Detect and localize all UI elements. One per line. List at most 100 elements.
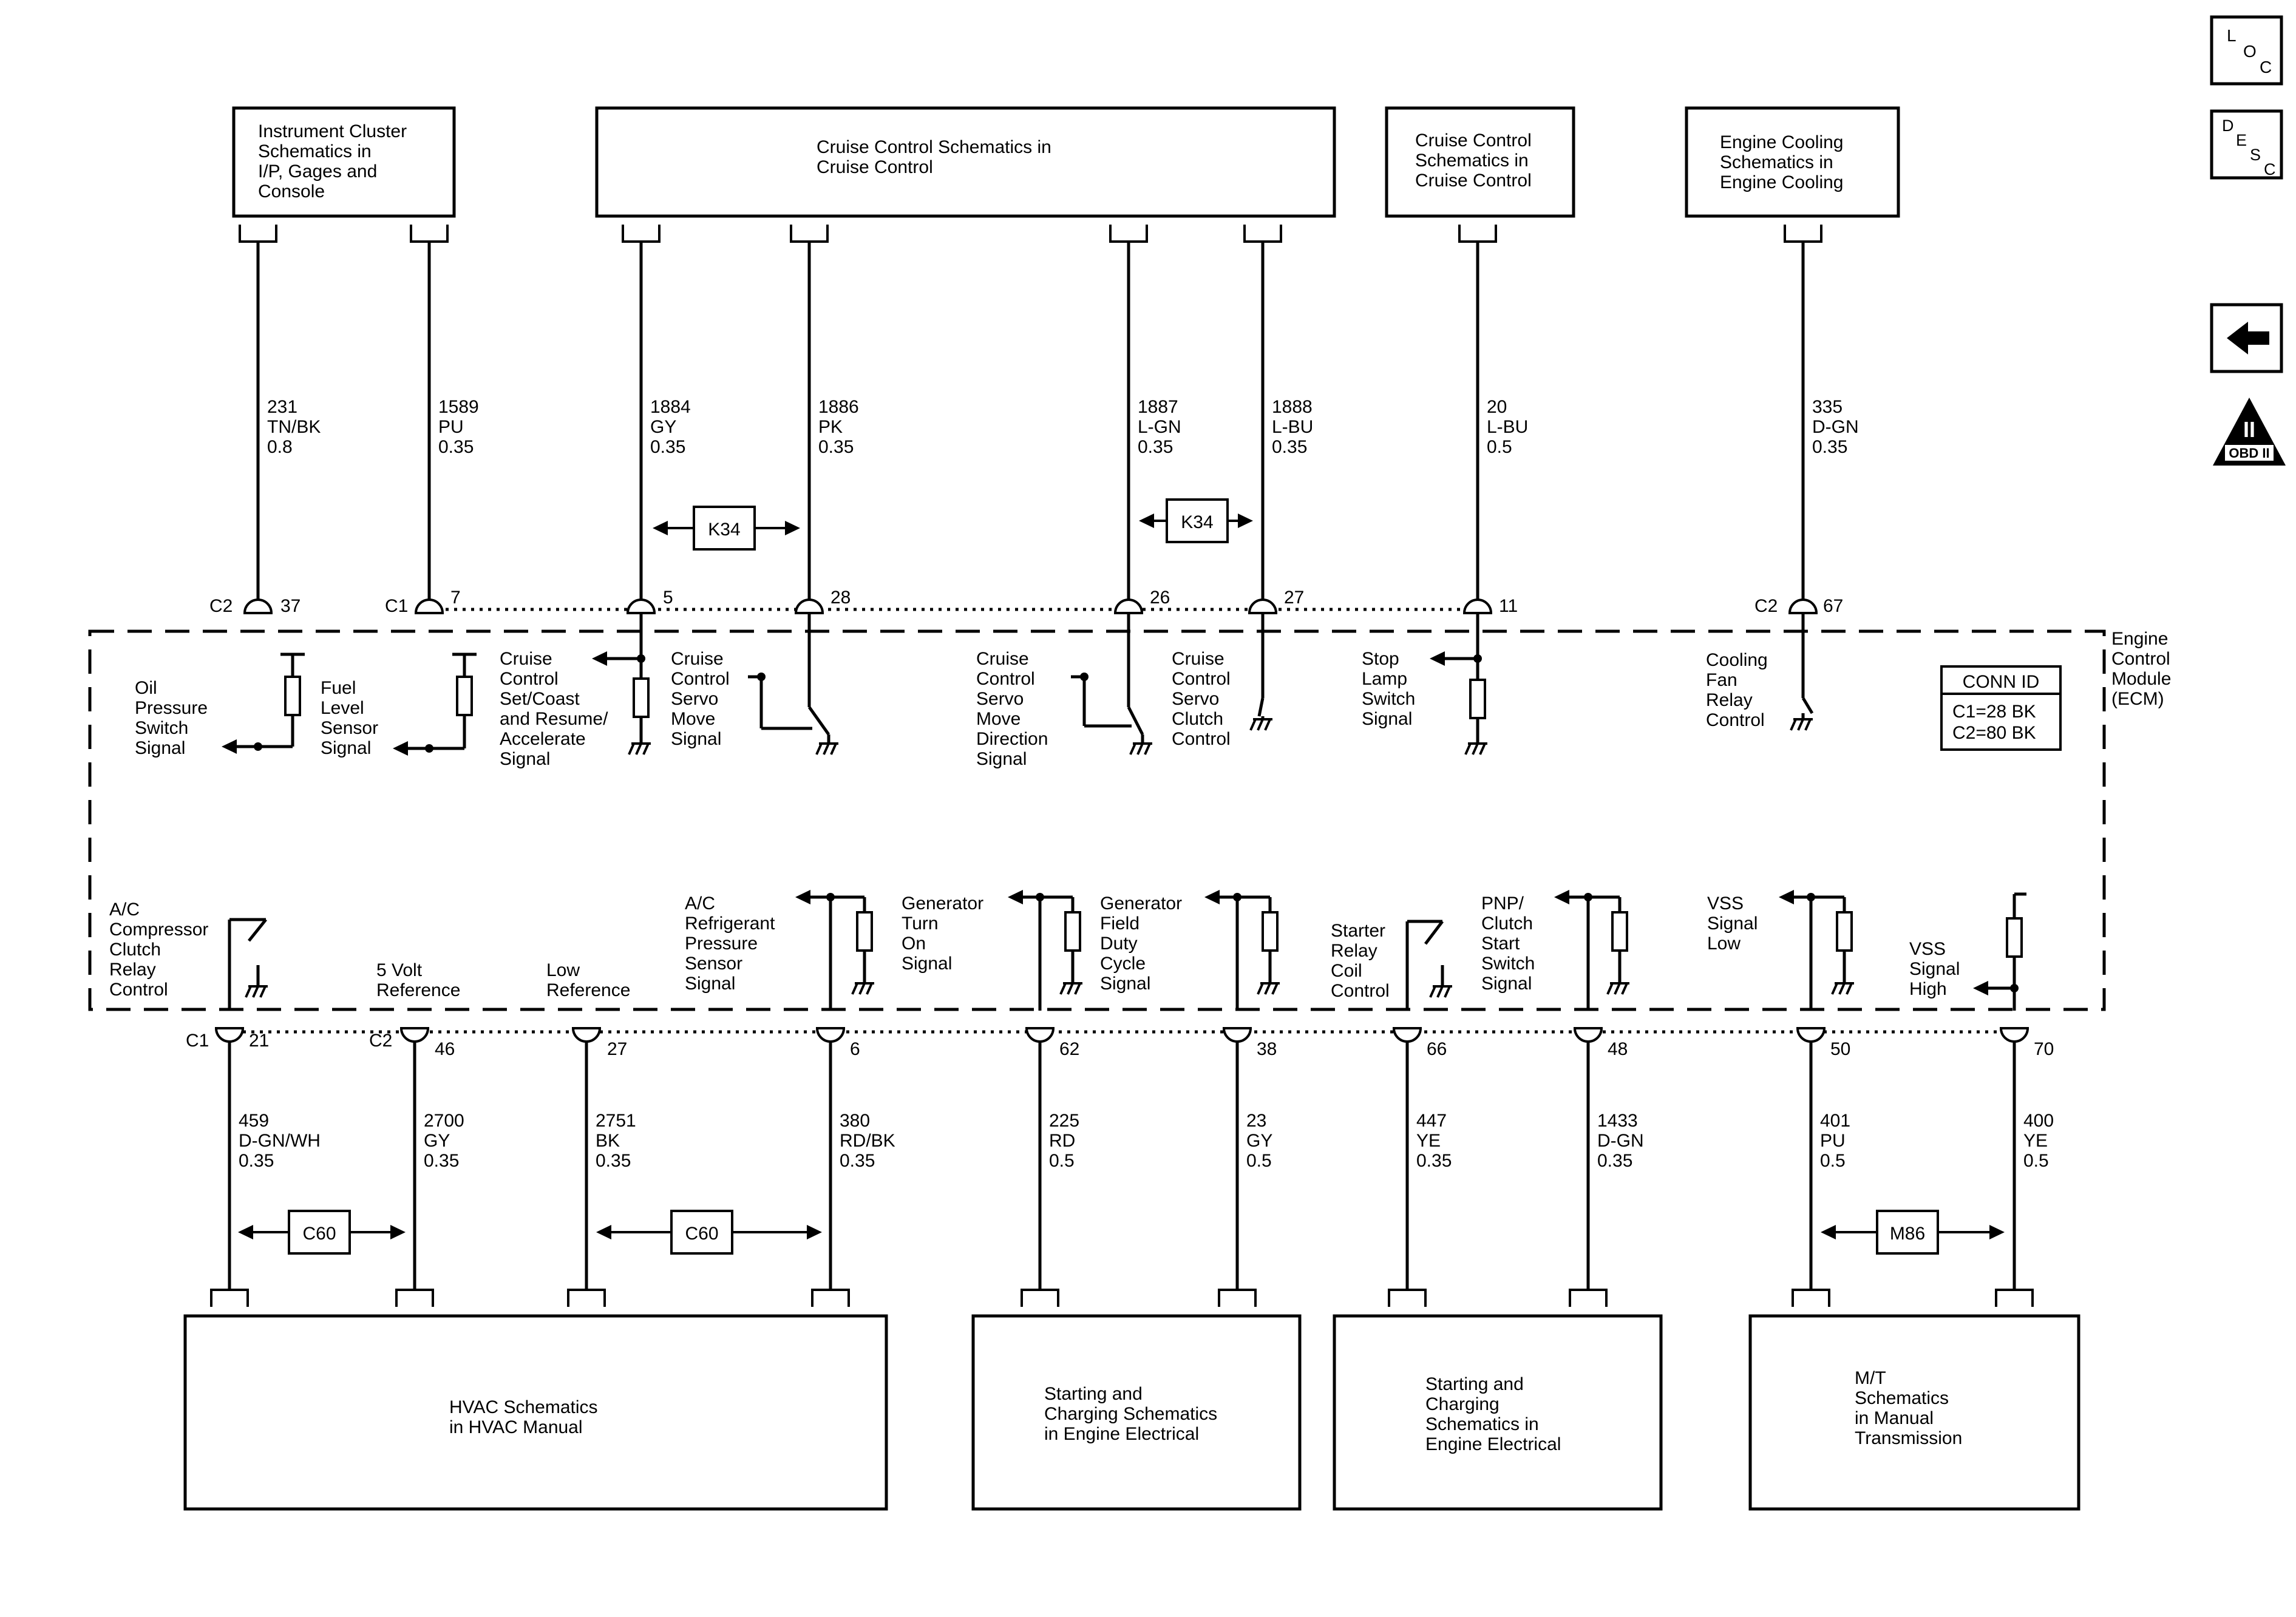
- signal-line: Cooling: [1706, 650, 1768, 670]
- signal-line: Set/Coast: [500, 689, 580, 709]
- pin-38: 38: [1222, 1027, 1277, 1059]
- bottom-wire-label-459: 459 D-GN/WH 0.35: [239, 1111, 321, 1171]
- signal-line: Lamp: [1362, 669, 1407, 689]
- wire-gauge: 0.5: [2023, 1151, 2049, 1171]
- circuit-number: 401: [1820, 1111, 1850, 1131]
- circuit-number: 1887: [1138, 397, 1178, 417]
- pin-c2-67: C2 67: [1754, 596, 1843, 616]
- box-line: Charging: [1425, 1394, 1500, 1414]
- box-line: Schematics in: [1425, 1414, 1539, 1434]
- desc-button[interactable]: D E S C: [2210, 109, 2283, 180]
- option-k34-left: K34: [653, 506, 800, 551]
- ac-refrigerant-sensor-circuit: [795, 890, 874, 1011]
- pin-number: 21: [249, 1031, 269, 1051]
- bottom-signal-five-volt-reference: 5 Volt Reference: [376, 960, 460, 1000]
- circuit-number: 20: [1487, 397, 1507, 417]
- signal-line: and Resume/: [500, 709, 608, 729]
- top-box-cruise-control-main[interactable]: Cruise Control Schematics in Cruise Cont…: [595, 106, 1336, 218]
- wire-gauge: 0.35: [438, 437, 474, 457]
- connector-id: C1: [186, 1031, 209, 1051]
- signal-line: Relay: [109, 960, 156, 980]
- pin-48: 48: [1573, 1027, 1628, 1059]
- signal-line: Low: [1707, 934, 1741, 954]
- signal-line: PNP/: [1481, 893, 1524, 914]
- pin-50: 50: [1796, 1027, 1850, 1059]
- signal-line: Field: [1100, 914, 1140, 934]
- bottom-wire-label-225: 225 RD 0.5: [1049, 1111, 1079, 1171]
- option-label: C60: [685, 1224, 718, 1244]
- fuel-level-circuit: [393, 653, 477, 756]
- wire-color: PU: [438, 417, 464, 437]
- cruise-servo-clutch-circuit: [1249, 668, 1272, 731]
- signal-line: On: [902, 934, 926, 954]
- bottom-box-starting-charging-2[interactable]: Starting and Charging Schematics in Engi…: [1333, 1314, 1663, 1511]
- wire-color: GY: [650, 417, 676, 437]
- cruise-servo-direction-circuit: [1071, 673, 1152, 755]
- ecm-boundary: [88, 629, 2106, 1011]
- signal-line: Turn: [902, 914, 939, 934]
- signal-line: Switch: [1481, 954, 1535, 974]
- pin-27-bottom: 27: [571, 1027, 627, 1059]
- loc-letter-l: L: [2227, 26, 2237, 45]
- vss-low-circuit: [1779, 890, 1854, 1011]
- loc-letter-o: O: [2243, 42, 2257, 61]
- signal-line: Sensor: [321, 718, 378, 738]
- signal-line: Duty: [1100, 934, 1138, 954]
- pin-c2-46: C2 46: [369, 1027, 455, 1059]
- box-line: Instrument Cluster: [258, 121, 407, 141]
- box-line: Cruise Control: [1415, 171, 1532, 191]
- circuit-number: 447: [1416, 1111, 1447, 1131]
- signal-line: Stop: [1362, 649, 1399, 669]
- option-c60-middle: C60: [596, 1210, 822, 1255]
- top-box-engine-cooling[interactable]: Engine Cooling Schematics in Engine Cool…: [1685, 106, 1900, 218]
- wire-color: PK: [818, 417, 843, 437]
- signal-line: Switch: [1362, 689, 1415, 709]
- pin-66: 66: [1392, 1027, 1447, 1059]
- wire-gauge: 0.35: [239, 1151, 274, 1171]
- starter-relay-circuit: [1405, 920, 1452, 1011]
- pin-number: 50: [1830, 1039, 1850, 1059]
- back-button[interactable]: [2210, 303, 2283, 373]
- obd-ii-icon[interactable]: II OBD II: [2213, 398, 2286, 466]
- top-signal-cooling-fan-relay-control: Cooling Fan Relay Control: [1706, 650, 1768, 730]
- signal-line: Signal: [902, 954, 952, 974]
- bottom-wire-label-447: 447 YE 0.35: [1416, 1111, 1452, 1171]
- signal-line: Control: [1706, 710, 1765, 730]
- loc-button[interactable]: L O C: [2210, 15, 2283, 86]
- top-signal-fuel-level-sensor-signal: Fuel Level Sensor Signal: [321, 678, 378, 758]
- option-label: M86: [1890, 1224, 1925, 1244]
- signal-line: Servo: [1172, 689, 1219, 709]
- signal-line: Servo: [671, 689, 718, 709]
- pin-62: 62: [1025, 1027, 1079, 1059]
- signal-line: Compressor: [109, 920, 208, 940]
- signal-line: VSS: [1909, 939, 1946, 959]
- conn-id-table: CONN ID C1=28 BK C2=80 BK: [1940, 665, 2062, 751]
- box-line: Schematics in: [1415, 151, 1529, 171]
- pin-number: 46: [435, 1039, 455, 1059]
- ecm-label-line: Engine: [2111, 629, 2168, 649]
- wire-gauge: 0.35: [1138, 437, 1173, 457]
- signal-line: Accelerate: [500, 729, 586, 749]
- wire-color: D-GN: [1597, 1131, 1644, 1151]
- bottom-wire-label-1433: 1433 D-GN 0.35: [1597, 1111, 1644, 1171]
- connector-id: C1: [385, 596, 408, 616]
- signal-line: Control: [976, 669, 1035, 689]
- top-box-cruise-control-2[interactable]: Cruise Control Schematics in Cruise Cont…: [1385, 106, 1575, 218]
- vss-high-circuit: [1973, 892, 2026, 1011]
- wire-color: D-GN: [1812, 417, 1859, 437]
- option-label: K34: [708, 520, 740, 540]
- top-box-instrument-cluster[interactable]: Instrument Cluster Schematics in I/P, Ga…: [232, 106, 456, 218]
- stop-lamp-circuit: [1430, 651, 1487, 755]
- ecm-label: Engine Control Module (ECM): [2111, 629, 2171, 709]
- bottom-box-hvac[interactable]: HVAC Schematics in HVAC Manual: [183, 1314, 888, 1511]
- bottom-box-starting-charging-1[interactable]: Starting and Charging Schematics in Engi…: [971, 1314, 1302, 1511]
- signal-line: Oil: [135, 678, 157, 698]
- bottom-box-mt-schematics[interactable]: M/T Schematics in Manual Transmission: [1748, 1314, 2080, 1511]
- oil-pressure-circuit: [222, 653, 305, 754]
- signal-line: A/C: [685, 893, 715, 914]
- top-signal-oil-pressure-switch-signal: Oil Pressure Switch Signal: [135, 678, 208, 758]
- circuit-number: 1884: [650, 397, 691, 417]
- wire-color: GY: [1246, 1131, 1272, 1151]
- signal-line: Control: [109, 980, 168, 1000]
